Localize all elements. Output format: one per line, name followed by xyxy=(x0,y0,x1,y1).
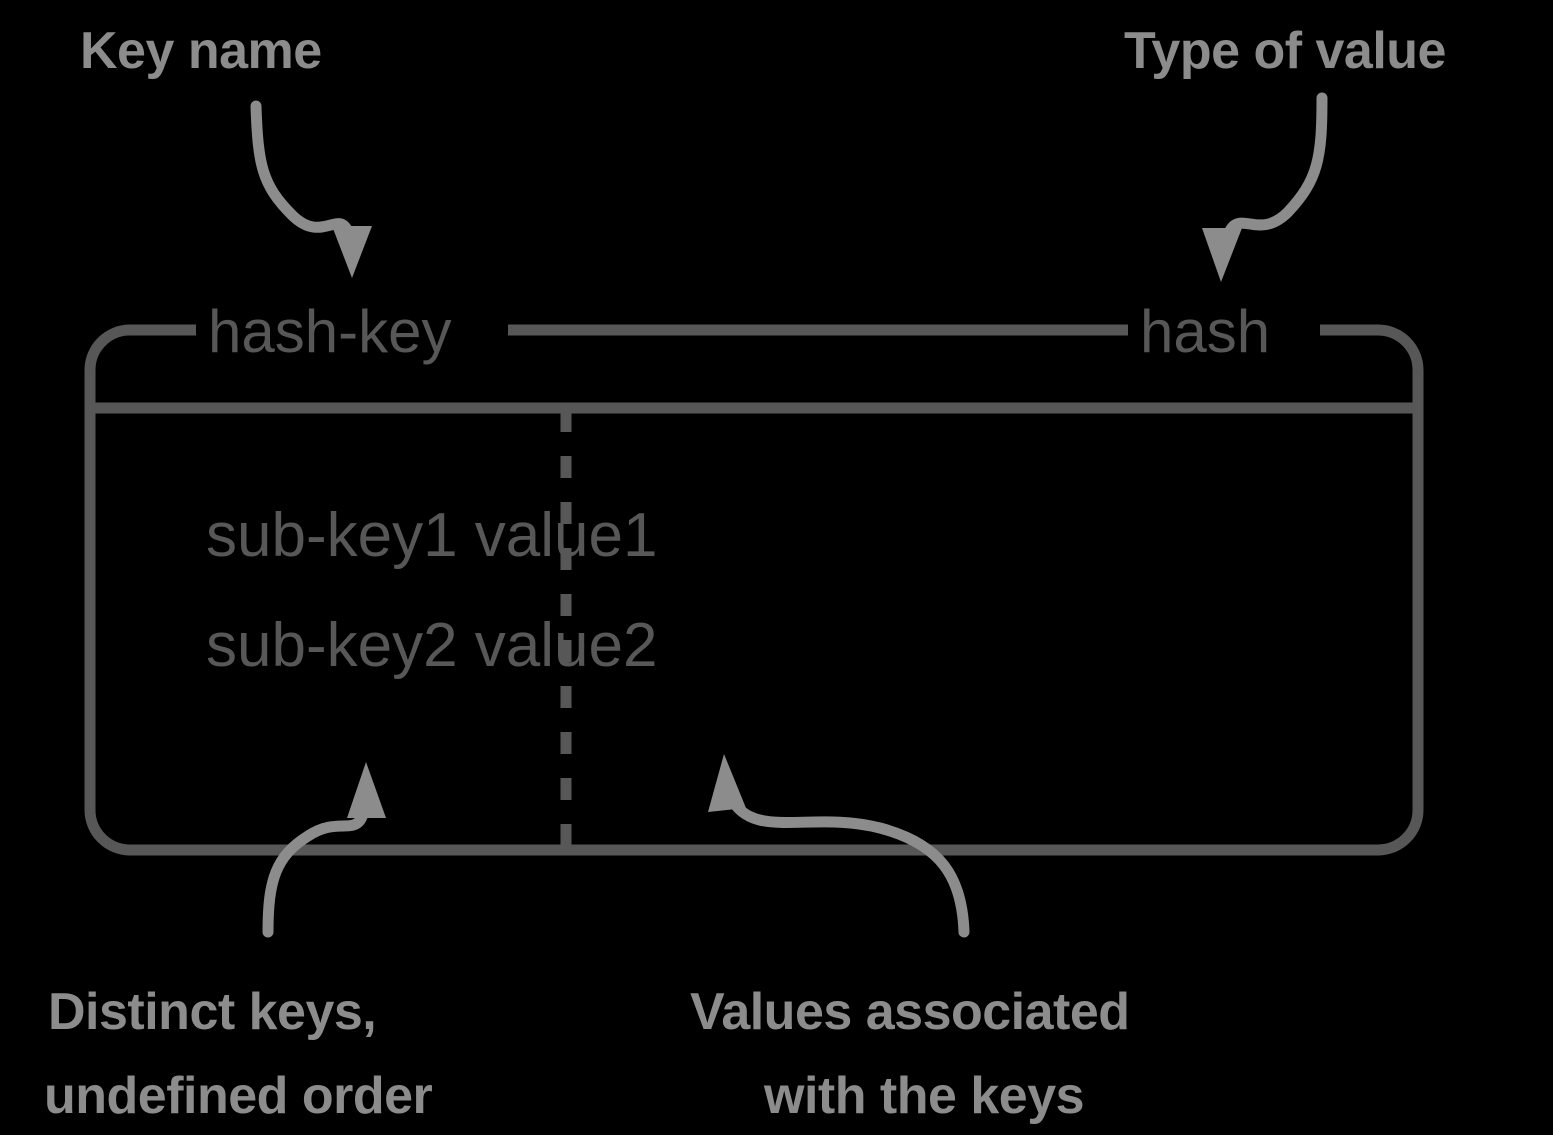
hash-container-box xyxy=(84,324,1424,856)
arrow-type-of-value xyxy=(1202,92,1328,282)
annotation-key-name: Key name xyxy=(80,22,322,80)
footnote-values-line2: with the keys xyxy=(763,1067,1084,1125)
arrow-key-name xyxy=(250,100,372,278)
arrow-key-name-head xyxy=(332,226,372,278)
hash-entry-row-2: sub-key2 value2 xyxy=(206,611,658,680)
hash-key-label: hash-key xyxy=(208,298,451,365)
arrow-type-of-value-head xyxy=(1202,228,1242,282)
footnote-distinct-keys-line2: undefined order xyxy=(44,1067,433,1125)
arrow-distinct-keys xyxy=(262,762,386,938)
footnote-values-line1: Values associated xyxy=(690,983,1130,1041)
arrow-distinct-keys-head xyxy=(347,762,386,818)
annotation-type-of-value: Type of value xyxy=(1124,22,1446,80)
arrow-values-associated xyxy=(708,754,970,938)
footnote-distinct-keys-line1: Distinct keys, xyxy=(48,983,376,1041)
arrow-values-associated-head xyxy=(708,754,746,812)
hash-entry-row-1: sub-key1 value1 xyxy=(206,501,658,570)
hash-type-label: hash xyxy=(1140,298,1270,365)
